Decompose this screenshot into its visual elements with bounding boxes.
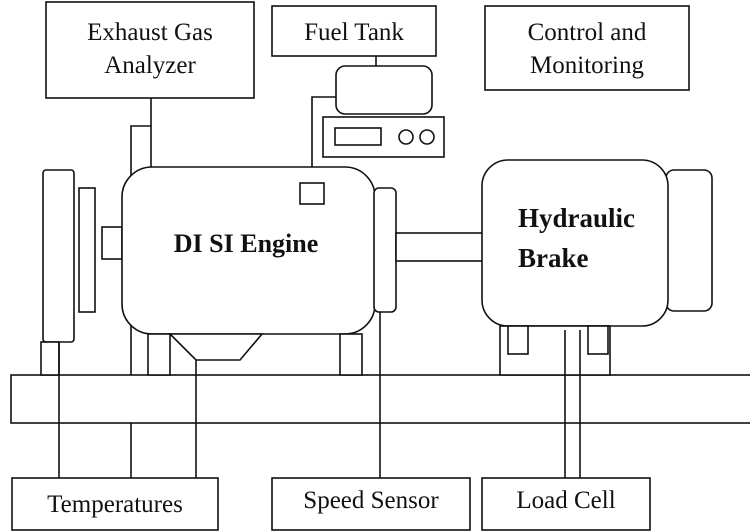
fuel-panel-knob-left — [398, 129, 414, 145]
engine-oil-sump — [168, 333, 264, 361]
flywheel-assembly — [40, 169, 123, 376]
brake-mount-left — [507, 325, 529, 355]
exhaust-gas-analyzer-box: Exhaust Gas Analyzer — [45, 1, 255, 99]
fuel-line — [311, 96, 336, 183]
load-cell-box: Load Cell — [481, 477, 651, 531]
fuel-panel-display — [334, 127, 382, 146]
fuel-panel-knob-right — [419, 129, 435, 145]
temperatures-label: Temperatures — [47, 491, 183, 518]
load-cell-label: Load Cell — [516, 487, 615, 514]
control-monitoring-label-1: Control and — [528, 19, 647, 46]
temperatures-box: Temperatures — [11, 477, 219, 531]
engine-end-plate — [373, 187, 397, 313]
speed-sensor-label: Speed Sensor — [303, 487, 439, 514]
engine-block: DI SI Engine — [121, 166, 397, 376]
fuel-tank-vessel — [335, 65, 433, 115]
fuel-tank-label: Fuel Tank — [304, 19, 404, 46]
fuel-injector-port — [299, 182, 325, 205]
brake-label-2: Brake — [518, 243, 589, 273]
brake-mount-right — [587, 325, 609, 355]
control-monitoring-box: Control and Monitoring — [484, 5, 690, 91]
engine-mount-left — [147, 333, 171, 376]
brake-end-cap — [665, 169, 713, 312]
engine-label: DI SI Engine — [174, 229, 319, 258]
fuel-tank-unit — [322, 56, 445, 158]
exhaust-temperature-line — [130, 125, 151, 478]
exhaust-gas-analyzer-label-2: Analyzer — [104, 52, 196, 79]
drive-shaft — [395, 232, 485, 262]
exhaust-gas-analyzer-label-1: Exhaust Gas — [87, 19, 213, 46]
speed-sensor-box: Speed Sensor — [271, 477, 471, 531]
hydraulic-brake: Hydraulic Brake — [481, 159, 713, 376]
control-monitoring-label-2: Monitoring — [530, 52, 644, 79]
brake-label-1: Hydraulic — [518, 203, 635, 233]
fuel-tank-box: Fuel Tank — [271, 5, 437, 57]
engine-mount-right — [339, 333, 363, 376]
